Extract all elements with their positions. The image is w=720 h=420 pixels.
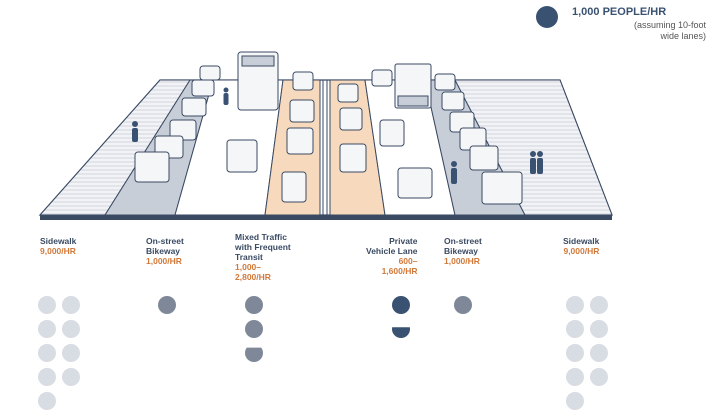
person-icon [38,344,56,362]
label-sidewalk-right: Sidewalk 9,000/HR [563,236,600,256]
person-icon [590,296,608,314]
label-bikeway-left: On-street Bikeway 1,000/HR [146,236,184,266]
person-icon [38,392,56,410]
person-icon [62,368,80,386]
person-icon [62,320,80,338]
person-icon [245,320,263,338]
person-icon [62,344,80,362]
person-icon [38,296,56,314]
person-icon [566,296,584,314]
label-sidewalk-left: Sidewalk 9,000/HR [40,236,77,256]
person-icon [38,320,56,338]
person-icon [566,344,584,362]
person-icon [454,296,472,314]
person-icon [566,368,584,386]
car-icons [134,65,523,205]
person-icon [62,296,80,314]
person-icon [566,320,584,338]
person-icon [245,296,263,314]
label-bikeway-right: On-street Bikeway 1,000/HR [444,236,482,266]
person-icon [590,344,608,362]
bus-icon [237,51,279,111]
legend: 1,000 PEOPLE/HR (assuming 10-foot wide l… [536,4,706,44]
person-icon [158,296,176,314]
person-icon [38,368,56,386]
truck-icon [394,63,432,109]
person-icon [245,347,263,362]
label-private-vehicle: Private Vehicle Lane 600– 1,600/HR [366,236,418,276]
person-icon [590,320,608,338]
person-icon [566,392,584,410]
person-icon [392,327,410,338]
person-unit-icon [536,6,558,28]
pedestrian-icons [132,87,543,184]
legend-note-line2: wide lanes) [660,31,706,41]
label-mixed-traffic: Mixed Traffic with Frequent Transit 1,00… [235,232,291,282]
legend-unit-label: 1,000 PEOPLE/HR [572,6,667,18]
legend-note-line1: (assuming 10-foot [633,20,706,30]
person-icon [392,296,410,314]
person-icon [590,368,608,386]
